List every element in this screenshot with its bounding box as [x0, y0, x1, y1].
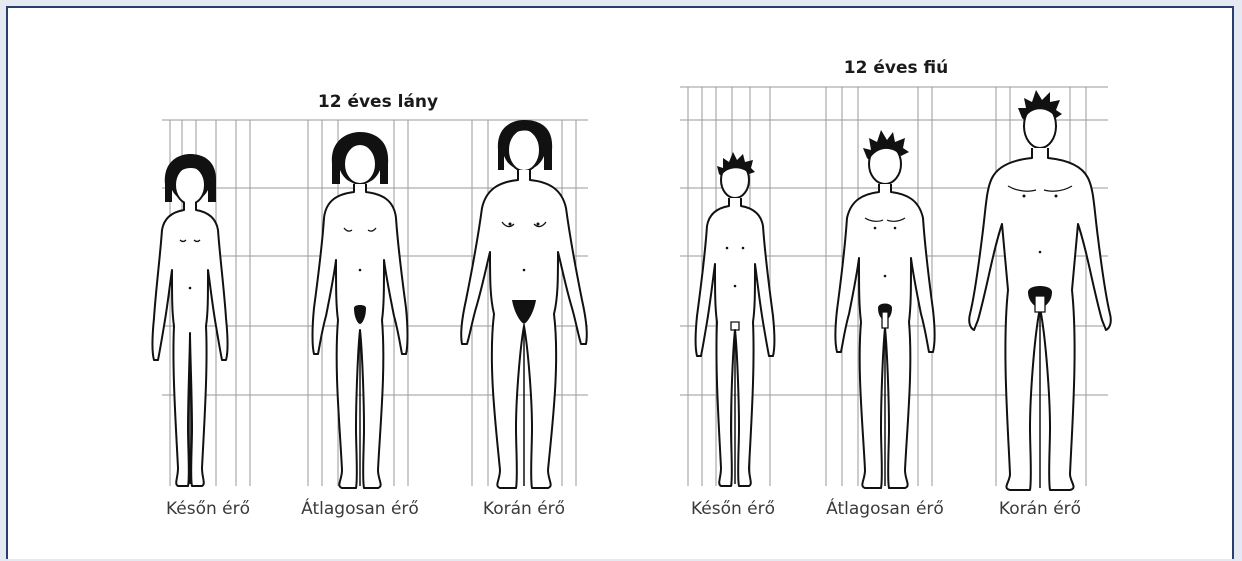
boy-average-caption: Átlagosan érő — [800, 499, 970, 519]
girl-late-caption: Későn érő — [123, 499, 293, 519]
girl-early-maturing-figure — [458, 8, 598, 561]
boy-late-caption: Későn érő — [648, 499, 818, 519]
girl-average-caption: Átlagosan érő — [275, 499, 445, 519]
boy-average-maturing-figure — [823, 8, 963, 561]
figure-frame: 12 éves lány — [6, 6, 1234, 559]
girl-average-maturing-figure — [298, 8, 438, 561]
boy-early-maturing-figure — [968, 8, 1118, 561]
boys-panel: 12 éves fiú — [676, 8, 1116, 561]
girls-panel: 12 éves lány — [158, 8, 598, 561]
boy-late-maturing-figure — [673, 8, 813, 561]
girl-late-maturing-figure — [128, 8, 268, 561]
boy-early-caption: Korán érő — [955, 499, 1125, 519]
girl-early-caption: Korán érő — [439, 499, 609, 519]
